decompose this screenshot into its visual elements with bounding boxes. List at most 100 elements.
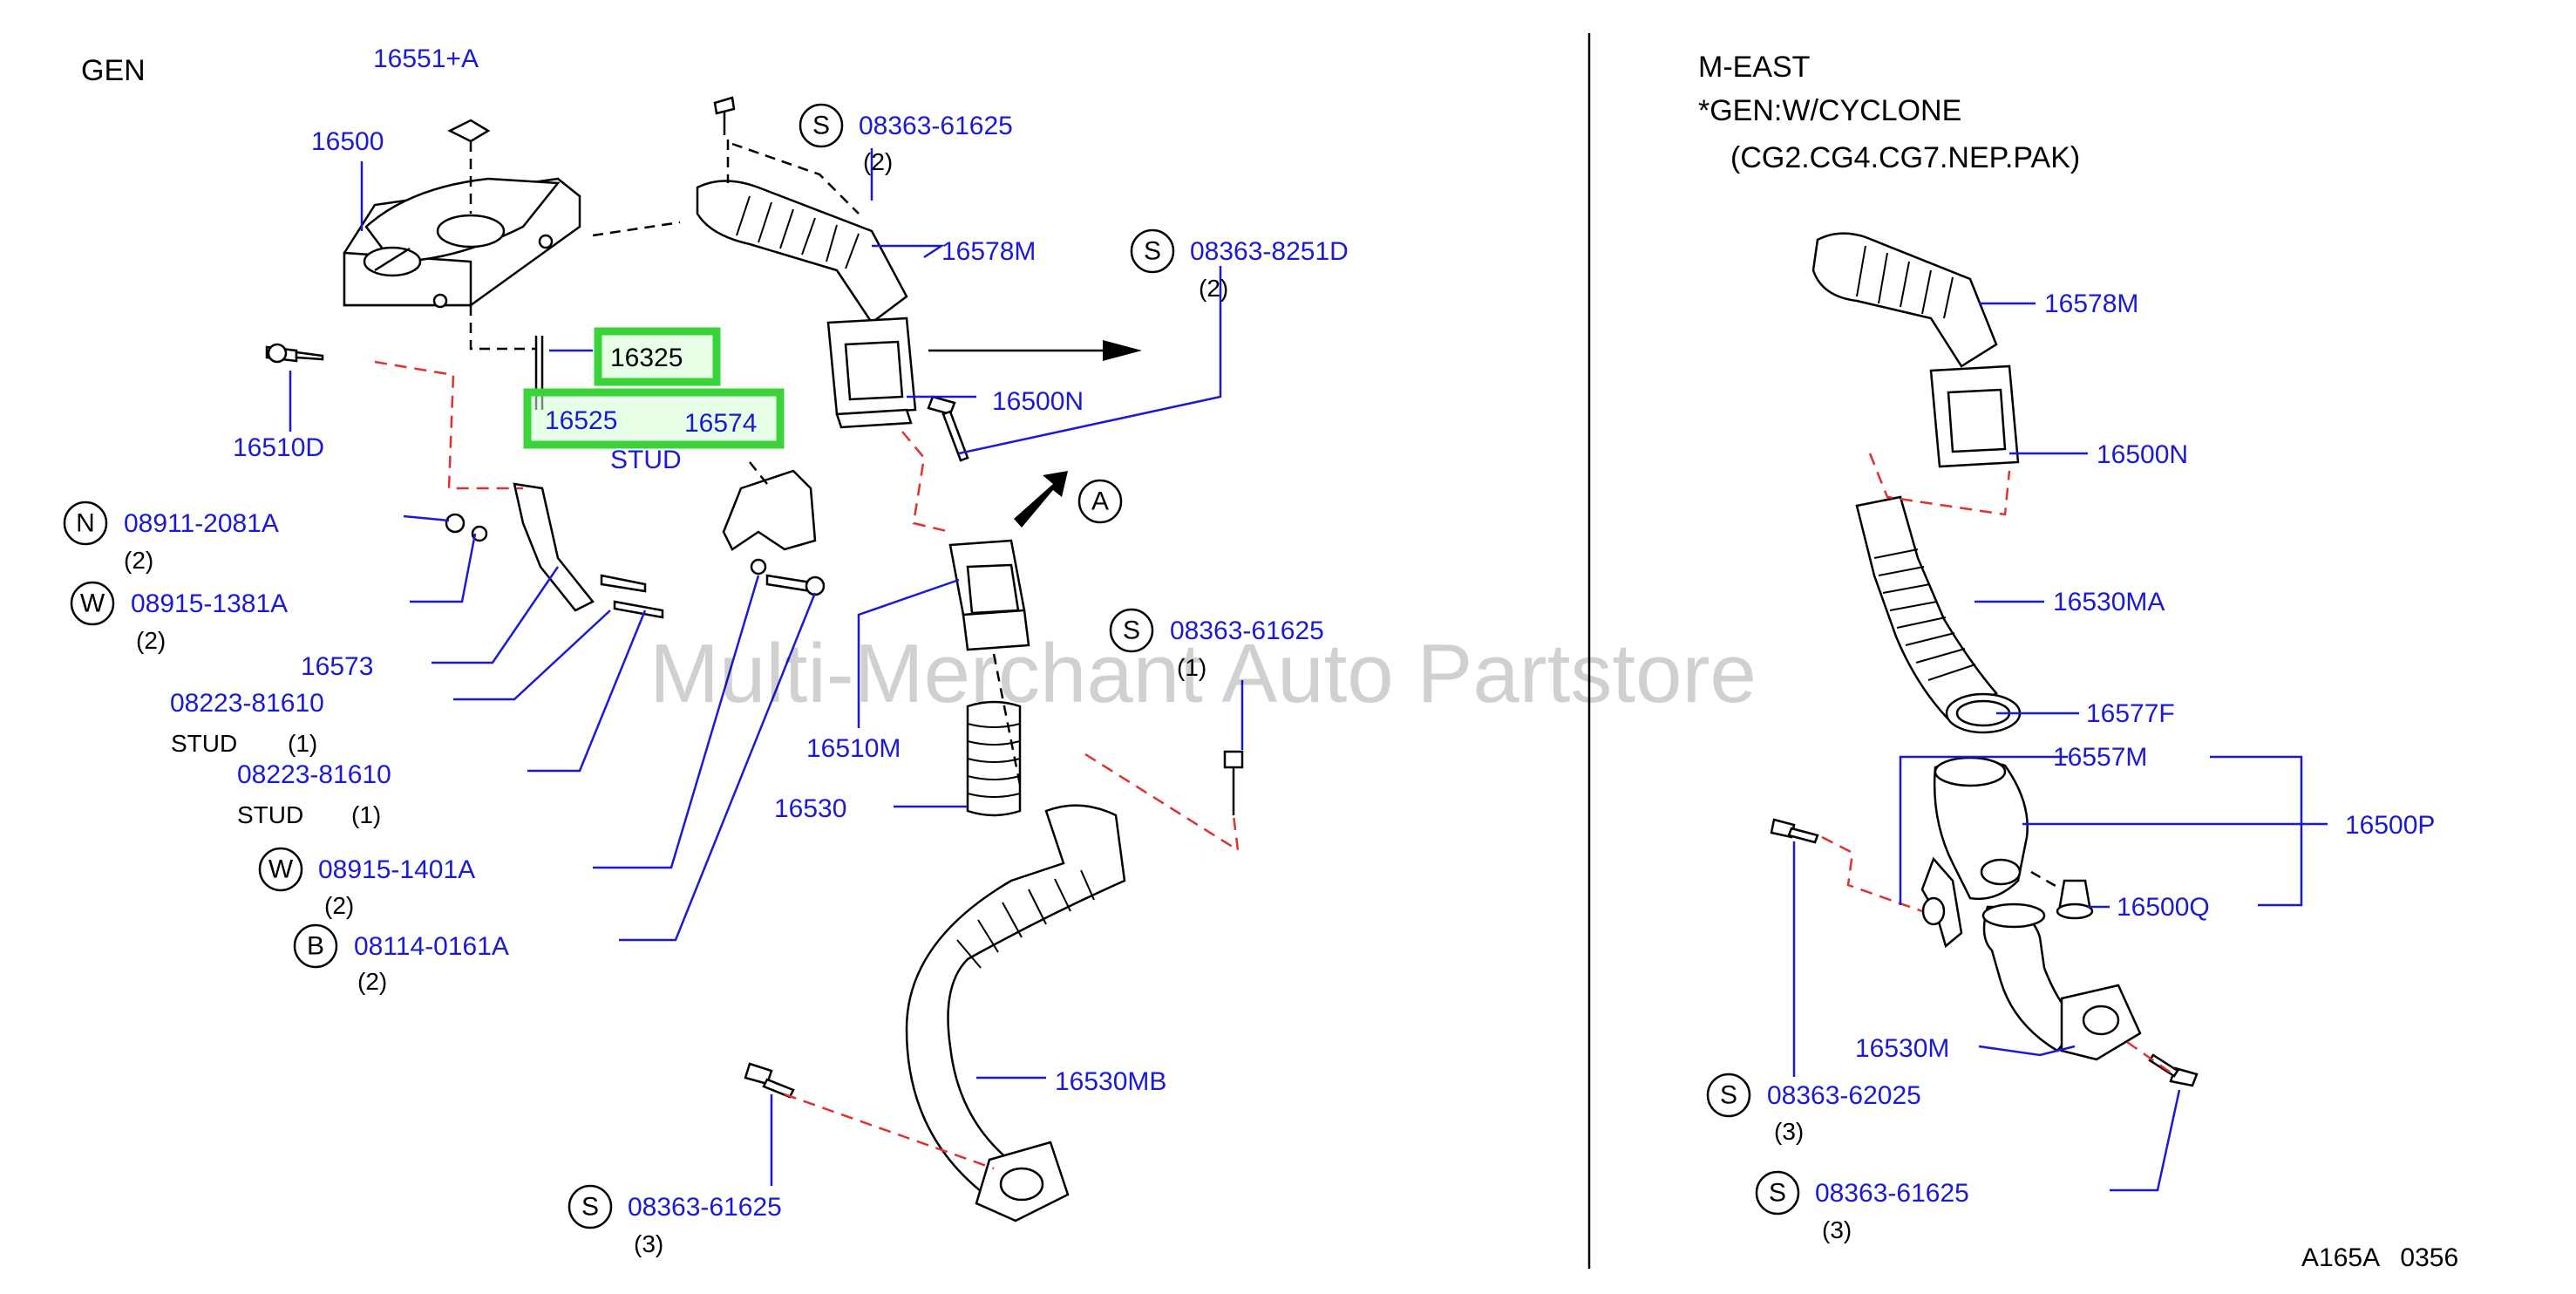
meast-section-models: (CG2.CG4.CG7.NEP.PAK) [1730,141,2080,174]
meast-label-16500n: 16500N [2097,440,2188,469]
label-08223-a-stud: STUD [171,730,237,757]
label-16530mb: 16530MB [1055,1067,1166,1096]
label-16500: 16500 [311,127,384,156]
meast-leader-lines [1792,302,2328,1192]
bolt-top-drawing [713,96,736,135]
label-08223-b: 08223-81610 [237,760,391,789]
callout-arrow-drawing [1014,471,1068,528]
highlight-16325: 16325 [594,327,721,386]
meast-fastener-s-08363-62025: S 08363-62025 (3) [1706,1073,1921,1145]
svg-text:08363-62025: 08363-62025 [1767,1081,1921,1110]
label-16574: 16574 [684,409,757,438]
sensor-16510m-drawing [948,539,1030,651]
label-16500n: 16500N [992,387,1084,416]
label-08223-b-stud: STUD [237,801,303,828]
fastener-w-08915-1401: W 08915-1401A (2) [258,847,475,919]
label-08223-a-qty: (1) [288,730,317,757]
svg-text:N: N [76,509,95,538]
meast-bolt-61625-drawing [2148,1053,2199,1087]
meast-label-16577f: 16577F [2086,699,2175,728]
duct-16530mb-drawing [905,804,1126,1222]
svg-text:(2): (2) [324,892,354,919]
svg-text:08911-2081A: 08911-2081A [124,509,279,538]
gen-reference-lines [374,221,1240,1170]
meast-clamp-16577f-drawing [1945,692,2022,734]
air-cleaner-cover-drawing [343,177,581,309]
meast-section-subtitle: *GEN:W/CYCLONE [1698,94,1961,127]
svg-text:08363-61625: 08363-61625 [859,112,1013,140]
svg-text:08114-0161A: 08114-0161A [354,932,509,961]
svg-text:S: S [1720,1081,1737,1110]
fastener-s-08363-61625-bottom: S 08363-61625 (3) [568,1184,782,1257]
svg-text:A: A [1091,487,1109,516]
label-16530: 16530 [774,794,846,823]
svg-text:W: W [80,589,105,618]
meast-cap-16500q-drawing [2056,879,2094,920]
diagram-code: A165A 0356 [2301,1243,2458,1272]
adapter-16500n-drawing [826,317,917,429]
meast-duct-16578m-drawing [1811,232,1998,368]
svg-text:S: S [1123,616,1140,645]
meast-fastener-s-08363-61625: S 08363-61625 (3) [1755,1170,1969,1243]
svg-text:(2): (2) [1199,275,1228,302]
svg-text:08363-61625: 08363-61625 [628,1193,782,1222]
meast-label-16530ma: 16530MA [2053,588,2165,616]
label-16551a: 16551+A [373,44,479,73]
label-16510m: 16510M [806,734,901,763]
meast-adapter-16500n-drawing [1929,364,2020,468]
meast-label-16530m: 16530M [1855,1034,1949,1063]
fastener-b-08114: B 08114-0161A (2) [293,923,509,995]
svg-text:W: W [268,855,294,884]
bolt-right-drawing [1223,750,1244,815]
bolt-16510d-drawing [265,343,324,364]
svg-text:08363-61625: 08363-61625 [1170,616,1324,645]
svg-text:S: S [1769,1179,1786,1208]
label-16510d: 16510D [233,433,324,462]
meast-label-16578m: 16578M [2044,289,2138,318]
label-16525: 16525 [545,406,617,435]
svg-text:(3): (3) [634,1230,663,1257]
meast-label-16500p: 16500P [2345,811,2435,840]
fastener-s-08363-61625-right: S 08363-61625 (1) [1109,608,1324,681]
svg-text:(2): (2) [357,968,387,995]
svg-text:(2): (2) [863,148,893,175]
svg-text:(1): (1) [1177,654,1206,681]
label-08223-a: 08223-81610 [170,689,324,718]
meast-hose-16530ma-drawing [1855,495,1998,725]
svg-text:S: S [1144,237,1161,266]
label-16573: 16573 [301,652,373,681]
svg-text:B: B [307,932,324,961]
meast-bracket-16557m-drawing [1920,856,1963,949]
fastener-n-08911: N 08911-2081A (2) [63,501,279,574]
bracket-16573-drawing [445,482,664,619]
svg-text:S: S [581,1193,599,1222]
meast-cyclone-16500p-drawing [1933,756,2029,901]
meast-reference-lines [1821,453,2172,1074]
label-08223-b-qty: (1) [351,801,381,828]
duct-16578m-drawing [696,140,908,324]
label-16325: 16325 [610,344,683,372]
fastener-s-08363-8251d: S 08363-8251D (2) [1130,228,1349,302]
meast-bolt-62025-drawing [1770,818,1819,844]
bolt-8251d-drawing [927,395,969,462]
label-16578m: 16578M [941,237,1036,266]
meast-section-title: M-EAST [1698,51,1810,84]
callout-a: A [1077,479,1123,524]
svg-text:08915-1401A: 08915-1401A [318,855,475,884]
watermark: Multi-Merchant Auto Partstore [649,627,1757,720]
fastener-w-08915-1381: W 08915-1381A (2) [70,581,288,654]
svg-text:08915-1381A: 08915-1381A [131,589,288,618]
meast-label-16557m: 16557M [2053,743,2147,772]
svg-text:(3): (3) [1774,1118,1804,1145]
fastener-s-08363-61625-top: S 08363-61625 (2) [799,103,1013,175]
highlight-16525: 16525 16574 [523,388,785,449]
bolt-lower-drawing [744,1062,795,1099]
label-16525-stud: STUD [610,446,682,474]
meast-duct-16530m-drawing [1981,902,2142,1061]
meast-label-16500q: 16500Q [2117,893,2210,922]
hose-16530-drawing [966,700,1022,817]
gen-leader-lines [289,148,1244,1186]
svg-text:08363-8251D: 08363-8251D [1190,237,1349,266]
gen-section-title: GEN [81,54,146,87]
